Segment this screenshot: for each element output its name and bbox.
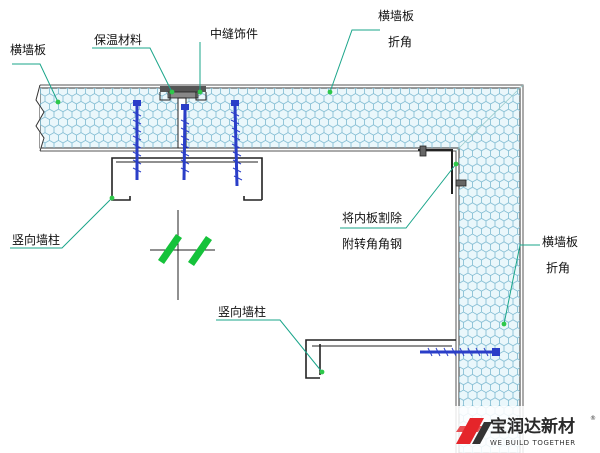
corner-angle-steel	[418, 145, 467, 194]
label-wall-panel-left: 横墙板	[10, 43, 46, 57]
label-joint-trim: 中缝饰件	[210, 26, 258, 41]
label-cut-inner-2: 附转角角钢	[342, 236, 402, 251]
label-vertical-column-bottom: 竖向墙柱	[218, 304, 266, 319]
label-vertical-column-left: 竖向墙柱	[12, 232, 60, 247]
label-wall-panel-top-1: 横墙板	[378, 9, 414, 23]
leader-dots	[55, 89, 507, 375]
screw-left	[132, 100, 142, 180]
label-wall-panel-top-2: 折角	[388, 34, 412, 49]
brand-name-cn: 宝润达新材	[490, 416, 575, 437]
brand-registered: ®	[590, 415, 596, 422]
brand-mark-icon	[456, 418, 492, 444]
screws-top	[132, 100, 243, 187]
label-wall-panel-right-2: 折角	[546, 260, 570, 275]
label-wall-panel-right-1: 横墙板	[542, 235, 578, 249]
bottom-vertical-column	[305, 339, 456, 379]
label-insulation: 保温材料	[94, 33, 142, 47]
brand-name-en: WE BUILD TOGETHER	[490, 439, 576, 447]
screw-middle	[180, 104, 190, 181]
brand-logo: 宝润达新材 ® WE BUILD TOGETHER	[452, 406, 600, 453]
joint-trim	[159, 86, 207, 149]
screw-bottom	[420, 347, 500, 357]
leader-lines	[10, 29, 540, 373]
left-vertical-column	[111, 157, 263, 201]
horizontal-wall-panel	[35, 84, 524, 453]
break-mark	[150, 210, 215, 300]
screw-right	[230, 100, 243, 187]
label-cut-inner-1: 将内板割除	[342, 210, 402, 225]
